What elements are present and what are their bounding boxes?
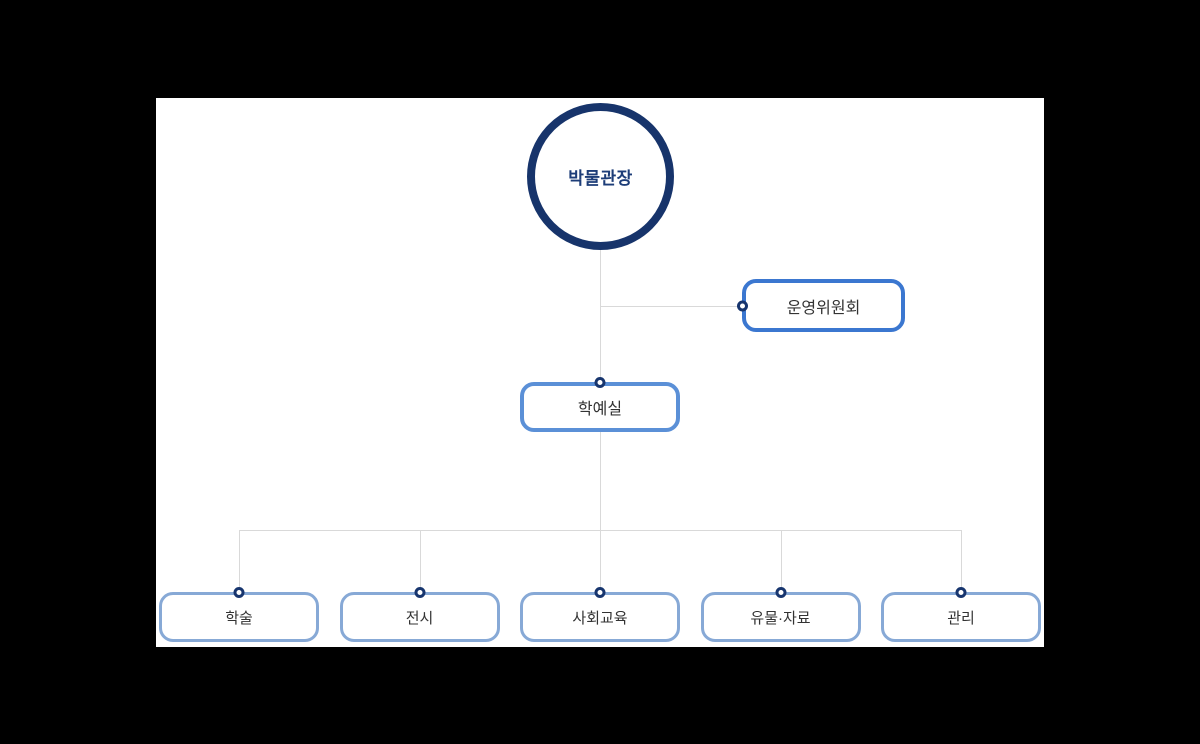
node-operating-committee-label: 운영위원회 [786,299,861,317]
connector-line-drop-5 [961,530,962,592]
connector-dot-icon [414,586,425,598]
connector-dot-icon [775,586,786,598]
node-department-management: 관리 [881,586,1041,642]
node-operating-committee: 운영위원회 [736,279,905,332]
connector-dot-icon [736,300,748,311]
connector-line-committee-branch [600,306,742,307]
connector-line-office-down [599,432,601,530]
connector-line-drop-4 [780,530,782,592]
node-department-artifacts-materials: 유물·자료 [700,586,861,642]
org-chart-panel: 박물관장 운영위원회 학예실 학술 전시 사회교육 유물·자료 [156,98,1044,647]
connector-dot-icon [594,376,606,388]
node-department-label: 사회교육 [572,609,628,627]
node-department-label: 유물·자료 [750,609,811,627]
connector-line-director-to-office [599,250,601,382]
node-department-label: 학술 [225,609,253,627]
node-department-label: 관리 [947,609,975,627]
node-museum-director: 박물관장 [527,103,674,250]
node-department-label: 전시 [405,609,434,627]
node-museum-director-label: 박물관장 [568,169,633,188]
node-curatorial-office: 학예실 [520,376,680,432]
connector-dot-icon [594,586,606,598]
connector-line-drop-3 [599,530,601,592]
connector-line-drop-1 [239,530,240,592]
node-department-academic: 학술 [159,586,319,642]
node-department-social-education: 사회교육 [520,586,680,642]
node-curatorial-office-label: 학예실 [577,401,623,418]
connector-dot-icon [955,586,967,598]
node-department-exhibition: 전시 [339,586,500,642]
connector-dot-icon [233,586,245,598]
connector-line-drop-2 [419,530,421,592]
